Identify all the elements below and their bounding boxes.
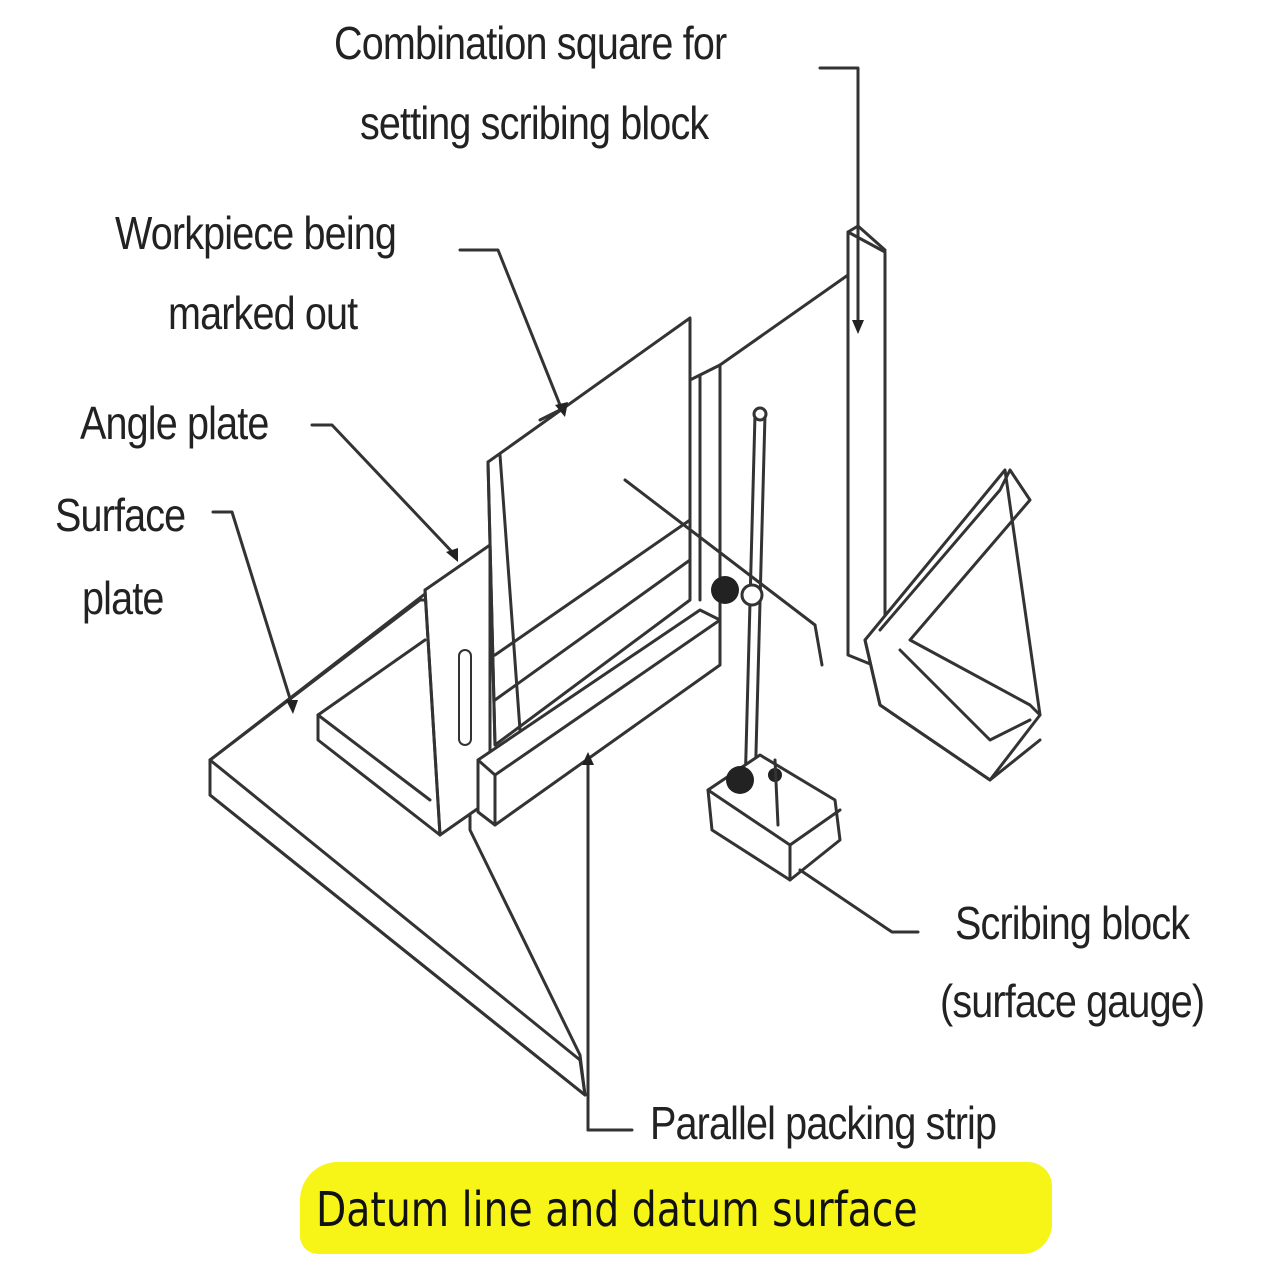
label-combination-square-2: setting scribing block [360, 97, 709, 149]
label-scribing-block-2: (surface gauge) [940, 975, 1205, 1027]
workpiece [486, 316, 692, 747]
caption-highlight: Datum line and datum surface [300, 1162, 1052, 1254]
leader-lines [211, 66, 920, 1132]
label-surface-plate-2: plate [82, 572, 164, 624]
label-parallel-packing-strip: Parallel packing strip [650, 1097, 997, 1149]
label-combination-square-1: Combination square for [334, 17, 727, 69]
label-surface-plate-1: Surface [55, 489, 186, 541]
highlight-band [300, 1162, 1052, 1254]
scribing-block [623, 406, 842, 882]
packing-strip [476, 608, 722, 827]
label-workpiece-1: Workpiece being [115, 207, 397, 259]
label-workpiece-2: marked out [168, 287, 358, 339]
label-scribing-block-1: Scribing block [955, 897, 1190, 949]
angle-plate [316, 543, 492, 837]
combination-square [718, 224, 1042, 782]
caption: Datum line and datum surface [316, 1182, 918, 1238]
label-angle-plate: Angle plate [80, 397, 269, 449]
